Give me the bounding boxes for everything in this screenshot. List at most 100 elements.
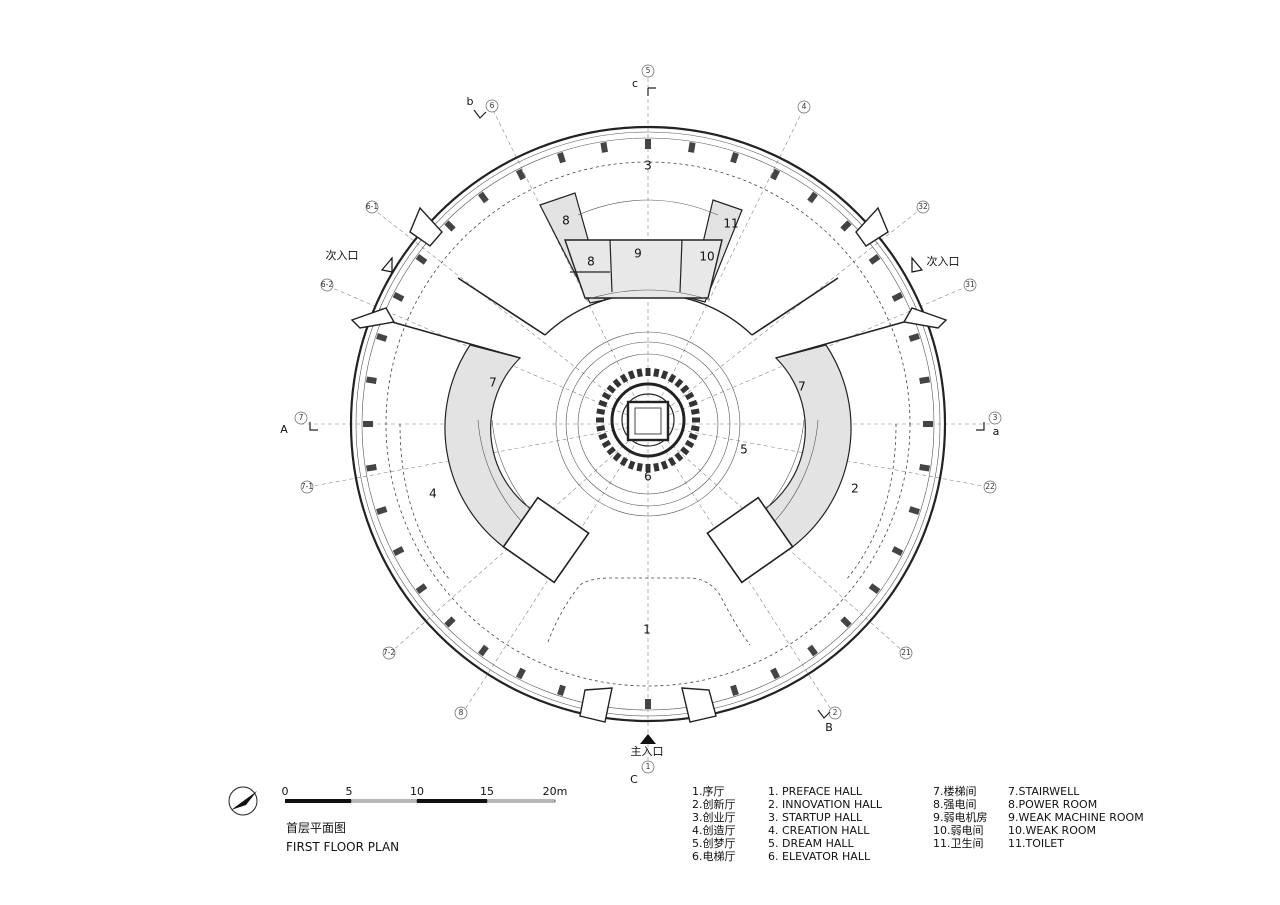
- legend-item: 11.卫生间: [933, 836, 984, 850]
- legend-item: 7.楼梯间: [933, 784, 977, 798]
- axis-22-label: 22: [985, 482, 995, 491]
- axis-7-2-label: 7-2: [383, 648, 395, 657]
- service-block: [539, 192, 743, 304]
- scale-tick-15: 15: [480, 785, 494, 798]
- perimeter-pillar: [376, 506, 388, 515]
- perimeter-pillar: [730, 152, 739, 164]
- outer-wall: [349, 125, 947, 723]
- core-pillar: [688, 399, 698, 408]
- perimeter-pillar: [919, 376, 930, 384]
- room-5-label: 5: [740, 443, 748, 457]
- core-pillar: [688, 432, 698, 441]
- perimeter-pillar: [840, 616, 852, 628]
- perimeter-pillar: [807, 644, 818, 657]
- core-pillar: [653, 462, 660, 472]
- core-pillar: [690, 425, 700, 432]
- scale-tick-20: 20m: [543, 785, 568, 798]
- core-pillar: [660, 370, 669, 380]
- room-10-label: 10: [699, 250, 714, 264]
- entry-canopies: [350, 206, 948, 723]
- core-pillar: [684, 439, 695, 449]
- scale-tick-10: 10: [410, 785, 424, 798]
- section-a-left: A: [280, 423, 288, 436]
- axis-5-label: 5: [646, 66, 651, 75]
- axis-6-2-label: 6-2: [321, 280, 333, 289]
- core-pillar: [645, 464, 651, 472]
- core-pillar: [674, 452, 684, 462]
- perimeter-pillar: [919, 464, 930, 472]
- core-pillar: [674, 378, 684, 388]
- core-pillar: [612, 452, 622, 462]
- axis-1-label: 1: [646, 762, 651, 771]
- perimeter-pillar: [366, 464, 377, 472]
- perimeter-pillar: [366, 376, 377, 384]
- room-6-label: 6: [644, 470, 652, 484]
- room-3-label: 3: [644, 159, 652, 173]
- axis-31-label: 31: [965, 280, 975, 289]
- legend-col-en-1: 1. PREFACE HALL 2. INNOVATION HALL 3. ST…: [768, 785, 883, 863]
- scale-tick-0: 0: [282, 785, 289, 798]
- perimeter-pillar: [444, 616, 456, 628]
- legend-item: 9.弱电机房: [933, 810, 988, 824]
- legend-col-en-2: 7.STAIRWELL 8.POWER ROOM 9.WEAK MACHINE …: [1008, 785, 1144, 850]
- room-7-right-label: 7: [798, 380, 806, 394]
- perimeter-pillar: [730, 684, 739, 696]
- legend-item: 6. ELEVATOR HALL: [768, 850, 871, 863]
- legend-item: 2.创新厅: [692, 797, 736, 811]
- legend-item: 5. DREAM HALL: [768, 837, 854, 850]
- perimeter-pillar: [923, 421, 933, 427]
- room-9-label: 9: [634, 247, 642, 261]
- axis-7-label: 7: [299, 413, 304, 422]
- perimeter-pillar: [600, 142, 608, 153]
- perimeter-pillar: [557, 684, 566, 696]
- legend-item: 9.WEAK MACHINE ROOM: [1008, 811, 1144, 824]
- core-pillar: [645, 368, 651, 376]
- axis-bubbles: 1 2 21 22 3 31 32 4 5 6 6-1 6-2 7 7-1 7-…: [294, 64, 1002, 774]
- perimeter-pillar: [908, 506, 920, 515]
- core-pillar: [606, 384, 616, 394]
- axis-21-label: 21: [901, 648, 911, 657]
- core-pillar: [667, 373, 677, 384]
- perimeter-pillar: [770, 667, 781, 680]
- perimeter-pillar: [840, 220, 852, 232]
- secondary-entrance-right-arrow-icon: [911, 256, 924, 273]
- axis-4-label: 4: [802, 102, 807, 111]
- core-pillar: [692, 417, 700, 423]
- legend-item: 3. STARTUP HALL: [768, 811, 863, 824]
- room-11-label: 11: [723, 217, 738, 231]
- legend-item: 1. PREFACE HALL: [768, 785, 863, 798]
- core-pillar: [627, 370, 636, 380]
- perimeter-pillar: [868, 583, 881, 594]
- core-pillar: [636, 368, 643, 378]
- central-core: [555, 331, 741, 517]
- section-c-bottom: C: [630, 773, 638, 786]
- perimeter-pillar: [392, 546, 405, 557]
- secondary-entrance-left-arrow-icon: [380, 256, 393, 273]
- perimeter-pillar: [478, 644, 489, 657]
- legend-item: 11.TOILET: [1008, 837, 1064, 850]
- right-stair-block: [706, 344, 852, 584]
- core-ring-pillars: [596, 368, 700, 472]
- legend-item: 4. CREATION HALL: [768, 824, 870, 837]
- legend-item: 5.创梦厅: [692, 837, 736, 850]
- legend-item: 8.强电间: [933, 798, 977, 811]
- legend-item: 3.创业厅: [692, 811, 736, 824]
- core-pillar: [653, 368, 660, 378]
- legend-item: 10.WEAK ROOM: [1008, 824, 1096, 837]
- section-a-right: a: [993, 425, 1000, 438]
- core-pillar: [598, 432, 608, 441]
- perimeter-pillar: [807, 191, 818, 204]
- perimeter-pillar: [415, 583, 428, 594]
- perimeter-pillar: [891, 546, 904, 557]
- room-4-label: 4: [429, 487, 437, 501]
- legend: 1.序厅 2.创新厅 3.创业厅 4.创造厅 5.创梦厅 6.电梯厅 1. PR…: [692, 784, 1144, 863]
- perimeter-pillar: [376, 333, 388, 342]
- section-b-bottom: B: [825, 721, 833, 734]
- main-entrance-label: 主入口: [631, 745, 664, 758]
- core-pillar: [667, 456, 677, 467]
- legend-col-cn-2: 7.楼梯间 8.强电间 9.弱电机房 10.弱电间 11.卫生间: [933, 784, 988, 850]
- perimeter-pillar: [891, 291, 904, 302]
- core-pillar: [680, 384, 690, 394]
- perimeter-pillar: [645, 699, 651, 709]
